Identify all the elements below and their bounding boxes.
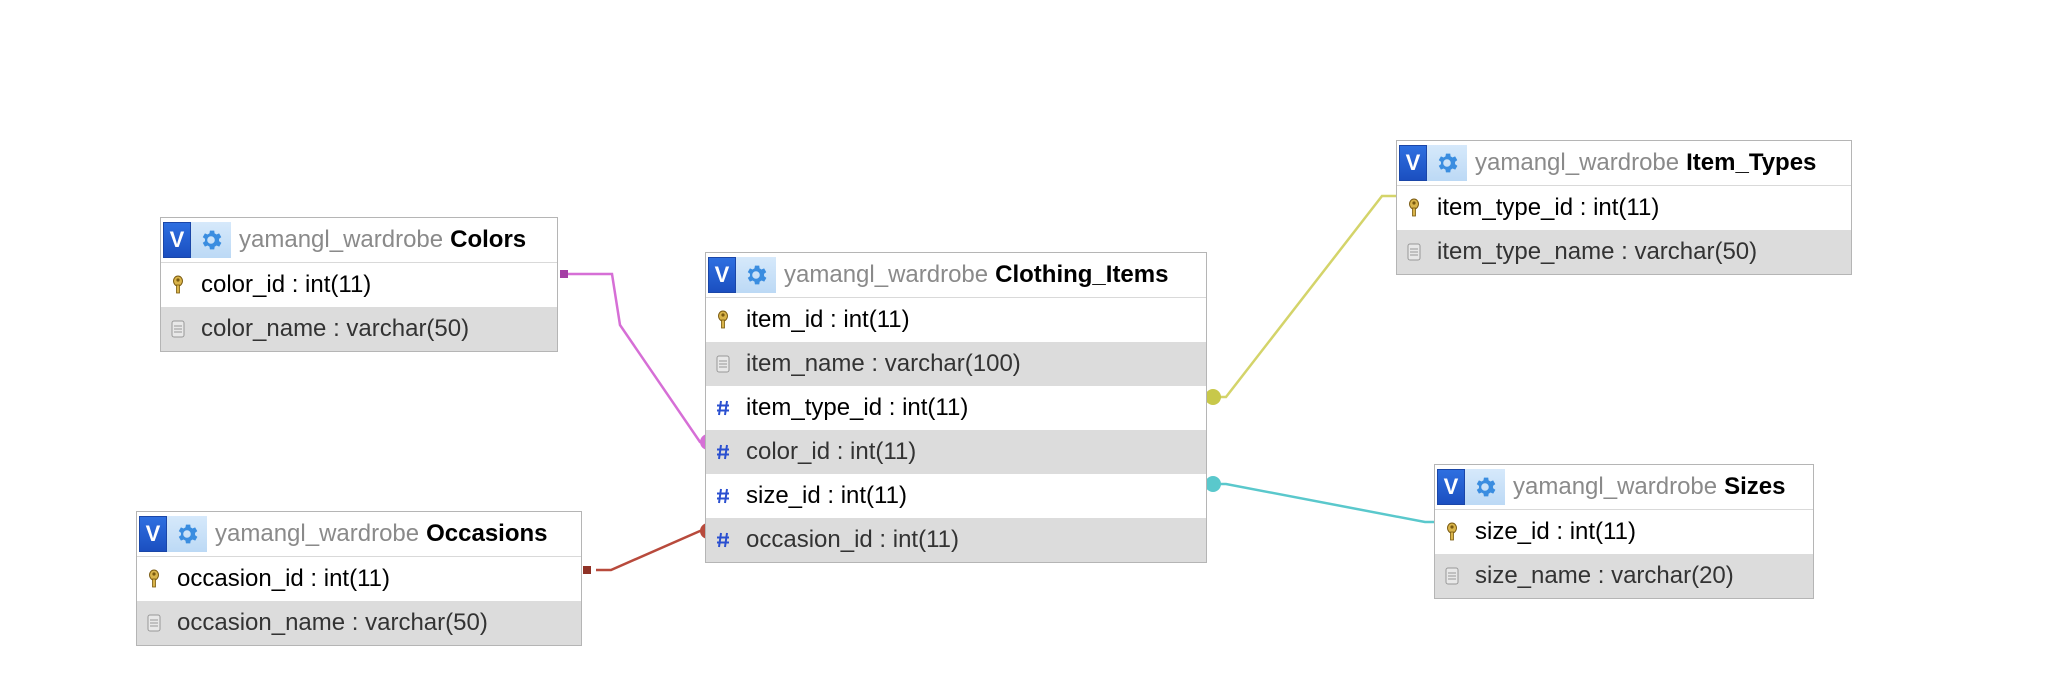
column-label: color_id : int(11) <box>201 271 372 298</box>
column-label: item_type_id : int(11) <box>746 394 969 421</box>
column-label: item_id : int(11) <box>746 306 910 333</box>
field-icon <box>145 614 163 632</box>
column-label: occasion_name : varchar(50) <box>177 609 488 636</box>
table-name: Clothing_Items <box>995 261 1169 288</box>
toggle-columns-button[interactable]: V <box>708 257 736 293</box>
column-row[interactable]: color_id : int(11) <box>161 263 557 307</box>
column-label: occasion_id : int(11) <box>746 526 959 553</box>
table-header[interactable]: V yamangl_wardrobe Occasions <box>137 512 581 557</box>
table-header[interactable]: V yamangl_wardrobe Clothing_Items <box>706 253 1206 298</box>
gear-icon[interactable] <box>191 222 231 258</box>
table-name: Colors <box>450 226 527 253</box>
column-label: color_name : varchar(50) <box>201 315 470 342</box>
column-row[interactable]: color_name : varchar(50) <box>161 307 557 351</box>
column-row[interactable]: size_name : varchar(20) <box>1435 554 1813 598</box>
key-icon <box>714 310 732 330</box>
table-clothing-items[interactable]: V yamangl_wardrobe Clothing_Items item_i… <box>705 252 1207 563</box>
relation-line-occasion <box>596 529 710 572</box>
hash-icon <box>714 532 732 548</box>
field-icon <box>1443 567 1461 585</box>
toggle-columns-button[interactable]: V <box>1399 145 1427 181</box>
table-header[interactable]: V yamangl_wardrobe Item_Types <box>1397 141 1851 186</box>
field-icon <box>1405 243 1423 261</box>
table-db-name: yamangl_wardrobe <box>784 261 989 288</box>
table-occasions[interactable]: V yamangl_wardrobe Occasions occasion_id… <box>136 511 582 646</box>
toggle-columns-button[interactable]: V <box>163 222 191 258</box>
table-db-name: yamangl_wardrobe <box>215 520 420 547</box>
key-icon <box>169 275 187 295</box>
column-row[interactable]: occasion_name : varchar(50) <box>137 601 581 645</box>
column-label: item_name : varchar(100) <box>746 350 1021 377</box>
column-label: occasion_id : int(11) <box>177 565 390 592</box>
hash-icon <box>714 444 732 460</box>
relation-line-item-type <box>1211 194 1399 399</box>
table-name: Item_Types <box>1686 149 1817 176</box>
gear-icon[interactable] <box>736 257 776 293</box>
relation-line-color-visible <box>566 272 710 444</box>
table-db-name: yamangl_wardrobe <box>1513 473 1718 500</box>
column-label: item_type_id : int(11) <box>1437 194 1660 221</box>
column-row[interactable]: item_type_name : varchar(50) <box>1397 230 1851 274</box>
column-row[interactable]: color_id : int(11) <box>706 430 1206 474</box>
column-label: size_id : int(11) <box>1475 518 1636 545</box>
toggle-columns-button[interactable]: V <box>139 516 167 552</box>
column-row[interactable]: item_name : varchar(100) <box>706 342 1206 386</box>
table-name: Sizes <box>1724 473 1786 500</box>
column-row[interactable]: item_id : int(11) <box>706 298 1206 342</box>
column-row[interactable]: item_type_id : int(11) <box>706 386 1206 430</box>
hash-icon <box>714 400 732 416</box>
table-header[interactable]: V yamangl_wardrobe Sizes <box>1435 465 1813 510</box>
column-row[interactable]: occasion_id : int(11) <box>706 518 1206 562</box>
relation-end-item-type <box>1205 389 1221 405</box>
column-row[interactable]: item_type_id : int(11) <box>1397 186 1851 230</box>
hash-icon <box>714 488 732 504</box>
table-sizes[interactable]: V yamangl_wardrobe Sizes size_id : int(1… <box>1434 464 1814 599</box>
column-label: item_type_name : varchar(50) <box>1437 238 1758 265</box>
column-row[interactable]: occasion_id : int(11) <box>137 557 581 601</box>
column-label: size_name : varchar(20) <box>1475 562 1734 589</box>
column-row[interactable]: size_id : int(11) <box>1435 510 1813 554</box>
table-db-name: yamangl_wardrobe <box>1475 149 1680 176</box>
toggle-columns-button[interactable]: V <box>1437 469 1465 505</box>
gear-icon[interactable] <box>1427 145 1467 181</box>
relation-start-color <box>560 270 568 278</box>
table-item-types[interactable]: V yamangl_wardrobe Item_Types item_type_… <box>1396 140 1852 275</box>
column-label: size_id : int(11) <box>746 482 907 509</box>
table-name: Occasions <box>426 520 548 547</box>
key-icon <box>1405 198 1423 218</box>
table-header[interactable]: V yamangl_wardrobe Colors <box>161 218 557 263</box>
relation-start-occasion <box>583 566 591 574</box>
field-icon <box>714 355 732 373</box>
column-row[interactable]: size_id : int(11) <box>706 474 1206 518</box>
gear-icon[interactable] <box>167 516 207 552</box>
relation-line-size <box>1211 482 1438 524</box>
key-icon <box>145 569 163 589</box>
relation-end-size <box>1205 476 1221 492</box>
table-colors[interactable]: V yamangl_wardrobe Colors color_id : int… <box>160 217 558 352</box>
column-label: color_id : int(11) <box>746 438 917 465</box>
gear-icon[interactable] <box>1465 469 1505 505</box>
table-db-name: yamangl_wardrobe <box>239 226 444 253</box>
field-icon <box>169 320 187 338</box>
key-icon <box>1443 522 1461 542</box>
